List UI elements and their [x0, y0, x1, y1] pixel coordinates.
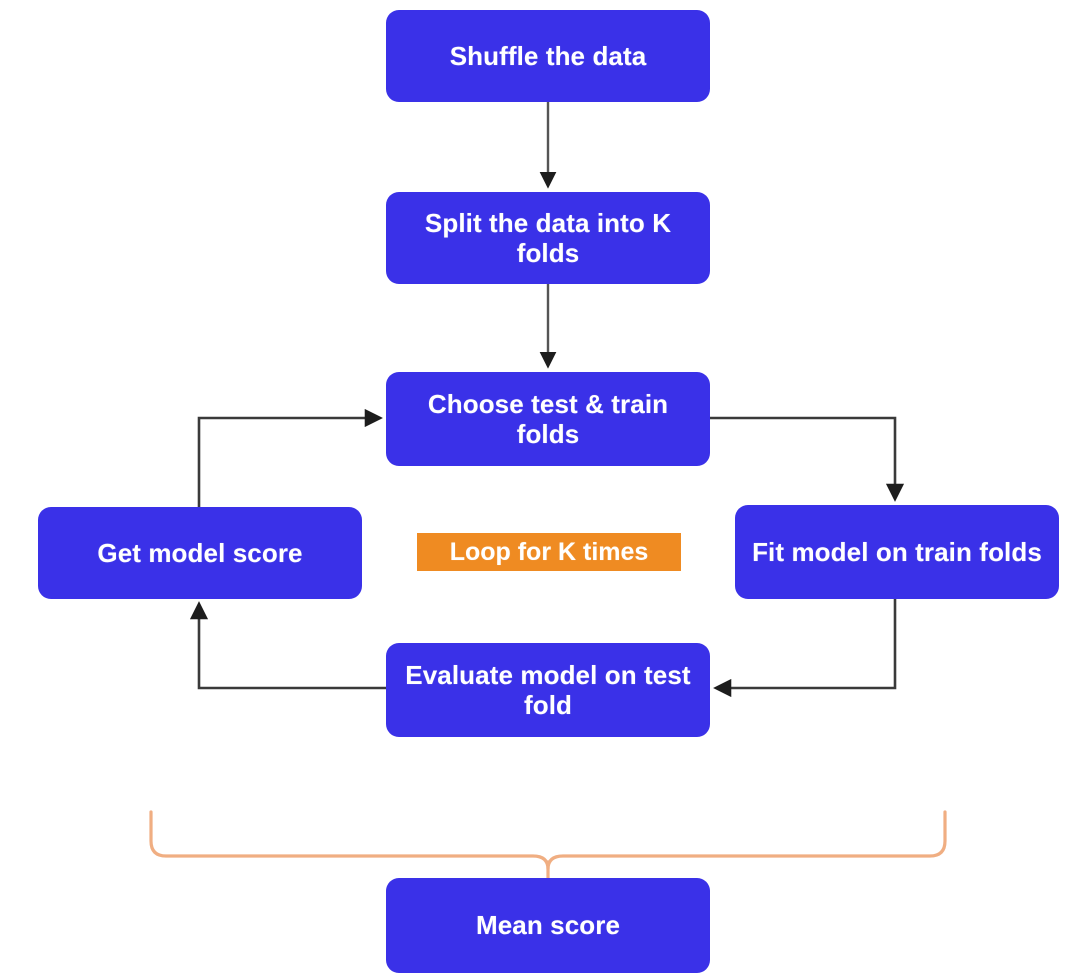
node-label: Shuffle the data	[449, 40, 647, 71]
node-split-the-data-into-k-folds[interactable]: Split the data into K folds	[386, 192, 710, 284]
node-label: Evaluate model on test fold	[405, 659, 691, 720]
node-label: Fit model on train folds	[752, 536, 1042, 567]
loop-for-k-times-badge: Loop for K times	[417, 533, 681, 571]
node-get-model-score[interactable]: Get model score	[38, 507, 362, 599]
edge-get-score-to-choose	[197, 408, 383, 507]
node-mean-score[interactable]: Mean score	[386, 878, 710, 973]
node-choose-test-and-train-folds[interactable]: Choose test & train folds	[386, 372, 710, 466]
summary-brace	[149, 810, 947, 882]
node-label: Choose test & train folds	[427, 388, 669, 449]
loop-badge-label: Loop for K times	[449, 537, 649, 566]
edge-fit-to-evaluate	[713, 599, 897, 698]
edge-evaluate-to-get-score	[189, 601, 386, 690]
node-label: Split the data into K folds	[424, 207, 672, 268]
node-label: Get model score	[97, 537, 303, 568]
node-evaluate-model-on-test-fold[interactable]: Evaluate model on test fold	[386, 643, 710, 737]
node-fit-model-on-train-folds[interactable]: Fit model on train folds	[735, 505, 1059, 599]
edge-choose-to-fit	[710, 416, 905, 502]
node-shuffle-the-data[interactable]: Shuffle the data	[386, 10, 710, 102]
node-label: Mean score	[475, 910, 621, 941]
